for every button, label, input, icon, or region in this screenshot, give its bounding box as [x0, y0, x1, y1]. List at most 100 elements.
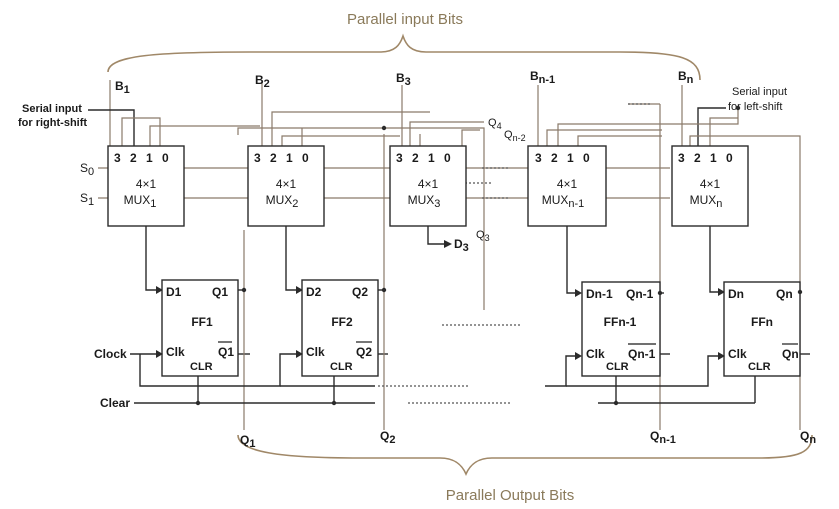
- wire-muxn1-pin1: [577, 135, 662, 146]
- svg-text:CLR: CLR: [748, 361, 771, 373]
- node-qn: [797, 289, 803, 295]
- svg-text:Qn: Qn: [782, 347, 799, 361]
- input-b1: B1: [109, 79, 130, 146]
- svg-text:Q1: Q1: [218, 345, 234, 359]
- svg-text:CLR: CLR: [330, 361, 353, 373]
- top-caption: Parallel input Bits: [347, 11, 463, 28]
- svg-text:Serial input: Serial input: [22, 103, 82, 115]
- clear-line: Clear: [100, 376, 756, 410]
- output-qn: Qn: [800, 429, 816, 446]
- mux-2: 3 2 1 0 4×1 MUX2: [247, 145, 325, 227]
- bottom-caption: Parallel Output Bits: [446, 487, 574, 504]
- svg-text:S0: S0: [80, 161, 94, 178]
- svg-text:3 2 1 0: 3 2 1 0: [396, 151, 454, 165]
- mux-1: 3 2 1 0 4×1 MUX1: [107, 145, 185, 227]
- svg-text:MUX2: MUX2: [266, 193, 299, 210]
- input-b2: B2: [255, 73, 270, 146]
- svg-text:Q2: Q2: [352, 285, 368, 299]
- wire-muxn-pin1: [709, 117, 738, 146]
- svg-text:4×1: 4×1: [418, 177, 439, 191]
- mux-n-1: 3 2 1 0 4×1 MUXn-1: [527, 145, 607, 227]
- wire-mux1-d1: [145, 226, 156, 291]
- svg-text:3 2 1 0: 3 2 1 0: [254, 151, 312, 165]
- arrow-dn1: [575, 289, 582, 297]
- wire-muxn1-top: [546, 129, 662, 146]
- svg-text:Qn-1: Qn-1: [626, 287, 654, 301]
- svg-text:Clk: Clk: [728, 347, 747, 361]
- svg-text:4×1: 4×1: [276, 177, 297, 191]
- svg-text:B3: B3: [396, 71, 411, 88]
- svg-text:Clock: Clock: [94, 347, 127, 361]
- input-b3: B3: [396, 71, 411, 146]
- arrow-dn: [718, 288, 725, 296]
- node-top-serial: [735, 105, 741, 111]
- svg-text:MUX3: MUX3: [408, 193, 441, 210]
- wire-mux3-pin0: [461, 129, 480, 146]
- svg-text:4×1: 4×1: [136, 177, 157, 191]
- svg-text:for left-shift: for left-shift: [728, 101, 782, 113]
- svg-text:FFn-1: FFn-1: [604, 315, 637, 329]
- svg-text:4×1: 4×1: [700, 177, 721, 191]
- svg-text:Clk: Clk: [306, 345, 325, 359]
- output-q1: Q1: [240, 433, 255, 450]
- wire-muxn1-dn1: [566, 226, 575, 294]
- svg-text:Q2: Q2: [356, 345, 372, 359]
- mux-n: 3 2 1 0 4×1 MUXn: [671, 145, 749, 227]
- svg-text:Bn-1: Bn-1: [530, 69, 555, 86]
- wire-mux2-d2: [285, 226, 296, 291]
- flipflop-1: D1 Q1 FF1 Clk Q1 CLR: [161, 279, 239, 377]
- svg-text:D1: D1: [166, 285, 182, 299]
- bottom-brace: [237, 434, 813, 476]
- svg-text:MUX1: MUX1: [124, 193, 157, 210]
- svg-text:MUXn-1: MUXn-1: [542, 193, 585, 210]
- input-bn: Bn: [678, 69, 694, 146]
- wire-feedback-1: [121, 117, 161, 146]
- svg-text:Dn-1: Dn-1: [586, 287, 613, 301]
- svg-text:B2: B2: [255, 73, 270, 90]
- flipflop-2: D2 Q2 FF2 Clk Q2 CLR: [301, 279, 379, 377]
- node-qn1: [657, 290, 663, 296]
- label-q4: Q4: [488, 117, 502, 131]
- svg-text:Clk: Clk: [166, 345, 185, 359]
- svg-text:CLR: CLR: [190, 361, 213, 373]
- mux-3: 3 2 1 0 4×1 MUX3: [389, 145, 467, 227]
- svg-text:Qn-1: Qn-1: [628, 347, 656, 361]
- svg-text:Clk: Clk: [586, 347, 605, 361]
- svg-text:3 2 1 0: 3 2 1 0: [114, 151, 172, 165]
- node-top-q2: [381, 125, 387, 131]
- wire-mux2-top: [271, 111, 430, 146]
- svg-text:3 2 1 0: 3 2 1 0: [678, 151, 736, 165]
- wire-muxn1-pin2: [557, 108, 739, 146]
- wire-muxn-dn: [709, 226, 718, 293]
- svg-text:S1: S1: [80, 191, 94, 208]
- svg-text:Qn: Qn: [776, 287, 793, 301]
- svg-text:FFn: FFn: [751, 315, 773, 329]
- svg-text:4×1: 4×1: [557, 177, 578, 191]
- svg-text:FF2: FF2: [331, 315, 353, 329]
- input-bn-1: Bn-1: [530, 69, 555, 146]
- label-q3: Q3: [476, 229, 490, 243]
- svg-text:D3: D3: [454, 237, 469, 254]
- svg-text:D2: D2: [306, 285, 322, 299]
- svg-text:Clear: Clear: [100, 396, 130, 410]
- node-q2: [381, 287, 387, 293]
- output-qn-1: Qn-1: [650, 429, 676, 446]
- svg-text:CLR: CLR: [606, 361, 629, 373]
- wire-mux2-pin1: [281, 135, 400, 146]
- svg-text:Dn: Dn: [728, 287, 744, 301]
- wire-q3-line: [237, 127, 485, 310]
- wire-q2-to-mux1: [149, 125, 260, 146]
- svg-text:MUXn: MUXn: [690, 193, 723, 210]
- svg-text:FF1: FF1: [191, 315, 213, 329]
- arrow-d2: [296, 286, 303, 294]
- flipflop-n-1: Dn-1 Qn-1 FFn-1 Clk Qn-1 CLR: [581, 281, 661, 377]
- svg-text:Serial input: Serial input: [732, 86, 787, 98]
- svg-text:Q1: Q1: [212, 285, 228, 299]
- clock-line: Clock: [94, 347, 725, 387]
- svg-text:Bn: Bn: [678, 69, 694, 86]
- serial-left-input: Serial input for left-shift: [697, 86, 787, 146]
- label-qn-2: Qn-2: [504, 129, 526, 143]
- serial-right-input: Serial input for right-shift: [18, 103, 135, 146]
- wire-q4: [409, 121, 484, 146]
- svg-text:for right-shift: for right-shift: [18, 117, 87, 129]
